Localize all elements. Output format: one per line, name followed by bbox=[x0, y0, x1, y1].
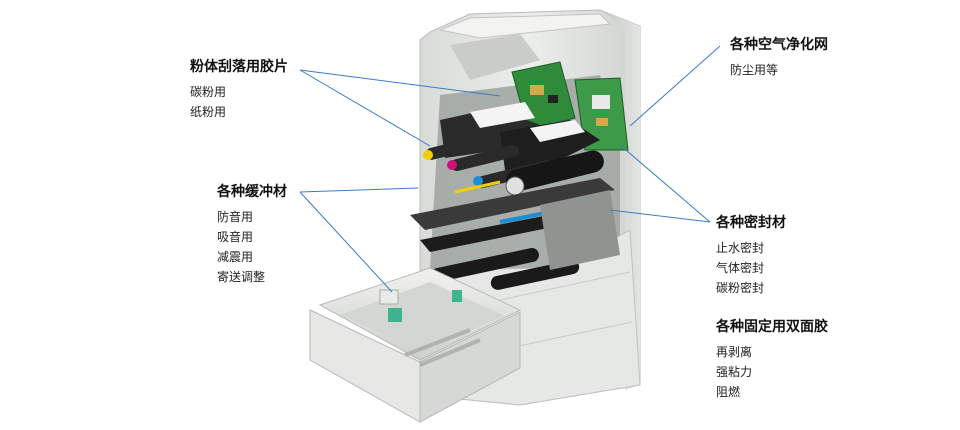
label-air-filter: 各种空气净化网 防尘用等 bbox=[730, 36, 828, 80]
leader-line-seal-1 bbox=[619, 144, 711, 223]
label-item: 防尘用等 bbox=[730, 63, 779, 77]
leader-line-air-filter bbox=[629, 45, 721, 127]
transfer-rollers bbox=[410, 178, 620, 290]
label-item: 寄送调整 bbox=[217, 270, 266, 284]
label-item: 防音用 bbox=[217, 210, 254, 224]
label-item: 强粘力 bbox=[716, 365, 753, 379]
leader-line-scraper-2 bbox=[299, 69, 431, 147]
label-seal: 各种密封材 止水密封 气体密封 碳粉密封 bbox=[716, 214, 786, 298]
label-item: 吸音用 bbox=[217, 230, 254, 244]
label-title: 各种缓冲材 bbox=[217, 184, 287, 200]
label-title: 各种空气净化网 bbox=[730, 37, 828, 53]
label-item: 纸粉用 bbox=[190, 105, 227, 119]
label-item: 碳粉用 bbox=[190, 85, 227, 99]
leader-line-cushion-2 bbox=[299, 191, 393, 293]
label-item: 碳粉密封 bbox=[716, 281, 765, 295]
label-scraper-blade: 粉体刮落用胶片 碳粉用 纸粉用 bbox=[190, 58, 288, 122]
label-item: 止水密封 bbox=[716, 241, 765, 255]
label-title: 各种固定用双面胶 bbox=[716, 319, 828, 335]
label-tape: 各种固定用双面胶 再剥离 强粘力 阻燃 bbox=[716, 318, 828, 402]
label-title: 粉体刮落用胶片 bbox=[190, 59, 288, 75]
leader-line-cushion-1 bbox=[299, 187, 419, 193]
label-item: 减震用 bbox=[217, 250, 254, 264]
label-item: 再剥离 bbox=[716, 345, 753, 359]
label-item: 阻燃 bbox=[716, 385, 741, 399]
label-cushion: 各种缓冲材 防音用 吸音用 减震用 寄送调整 bbox=[217, 183, 287, 287]
leader-line-scraper-1 bbox=[299, 69, 501, 97]
paper-tray bbox=[309, 267, 522, 423]
toner-cartridges bbox=[423, 102, 604, 224]
leader-line-seal-2 bbox=[609, 209, 711, 223]
leader-lines bbox=[299, 45, 721, 293]
label-item: 气体密封 bbox=[716, 261, 765, 275]
label-title: 各种密封材 bbox=[716, 215, 786, 231]
